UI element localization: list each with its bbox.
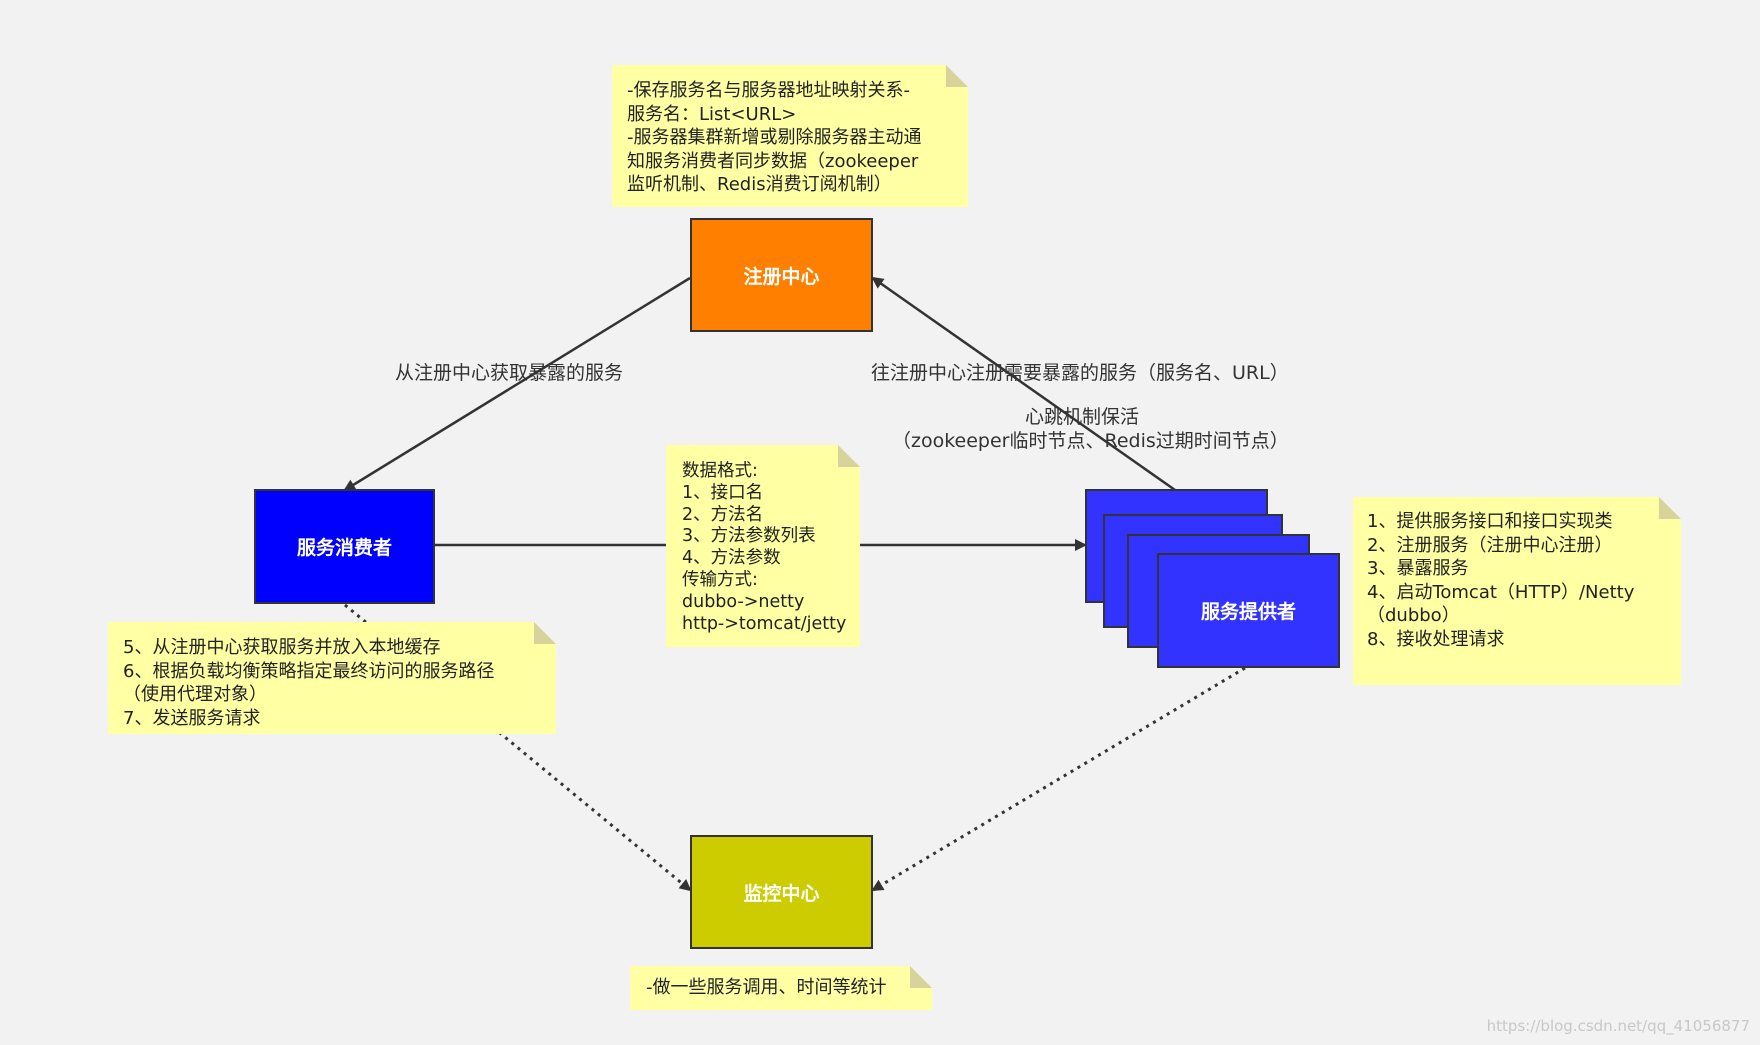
registry-label: 注册中心 [743, 265, 820, 288]
edge-label-heartbeat-2: （zookeeper临时节点、Redis过期时间节点） [892, 430, 1289, 452]
registry-note: -保存服务名与服务器地址映射关系- 服务名：List<URL> -服务器集群新增… [612, 65, 968, 207]
provider-node[interactable]: 服务提供者 [1157, 553, 1340, 668]
consumer-label: 服务消费者 [296, 537, 392, 559]
consumer-node[interactable]: 服务消费者 [254, 489, 435, 604]
monitor-note: -做一些服务调用、时间等统计 [630, 966, 932, 1010]
edge-provider-to-registry [871, 276, 1176, 492]
watermark-text: https://blog.csdn.net/qq_41056877 [1486, 1017, 1750, 1035]
registry-node[interactable]: 注册中心 [690, 218, 873, 332]
edge-label-get-service: 从注册中心获取暴露的服务 [395, 362, 624, 384]
edge-provider-to-monitor [871, 666, 1246, 892]
edge-label-register-service: 往注册中心注册需要暴露的服务（服务名、URL） [871, 362, 1289, 384]
monitor-label: 监控中心 [743, 882, 820, 905]
data-format-note: 数据格式: 1、接口名 2、方法名 3、方法参数列表 4、方法参数 传输方式: … [666, 445, 860, 647]
provider-label: 服务提供者 [1200, 601, 1296, 623]
edge-registry-to-consumer [343, 276, 691, 492]
monitor-node[interactable]: 监控中心 [690, 835, 873, 949]
edge-label-heartbeat-1: 心跳机制保活 [1025, 406, 1140, 428]
consumer-note: 5、从注册中心获取服务并放入本地缓存 6、根据负载均衡策略指定最终访问的服务路径… [108, 622, 556, 734]
provider-note: 1、提供服务接口和接口实现类 2、注册服务（注册中心注册） 3、暴露服务 4、启… [1353, 497, 1681, 685]
